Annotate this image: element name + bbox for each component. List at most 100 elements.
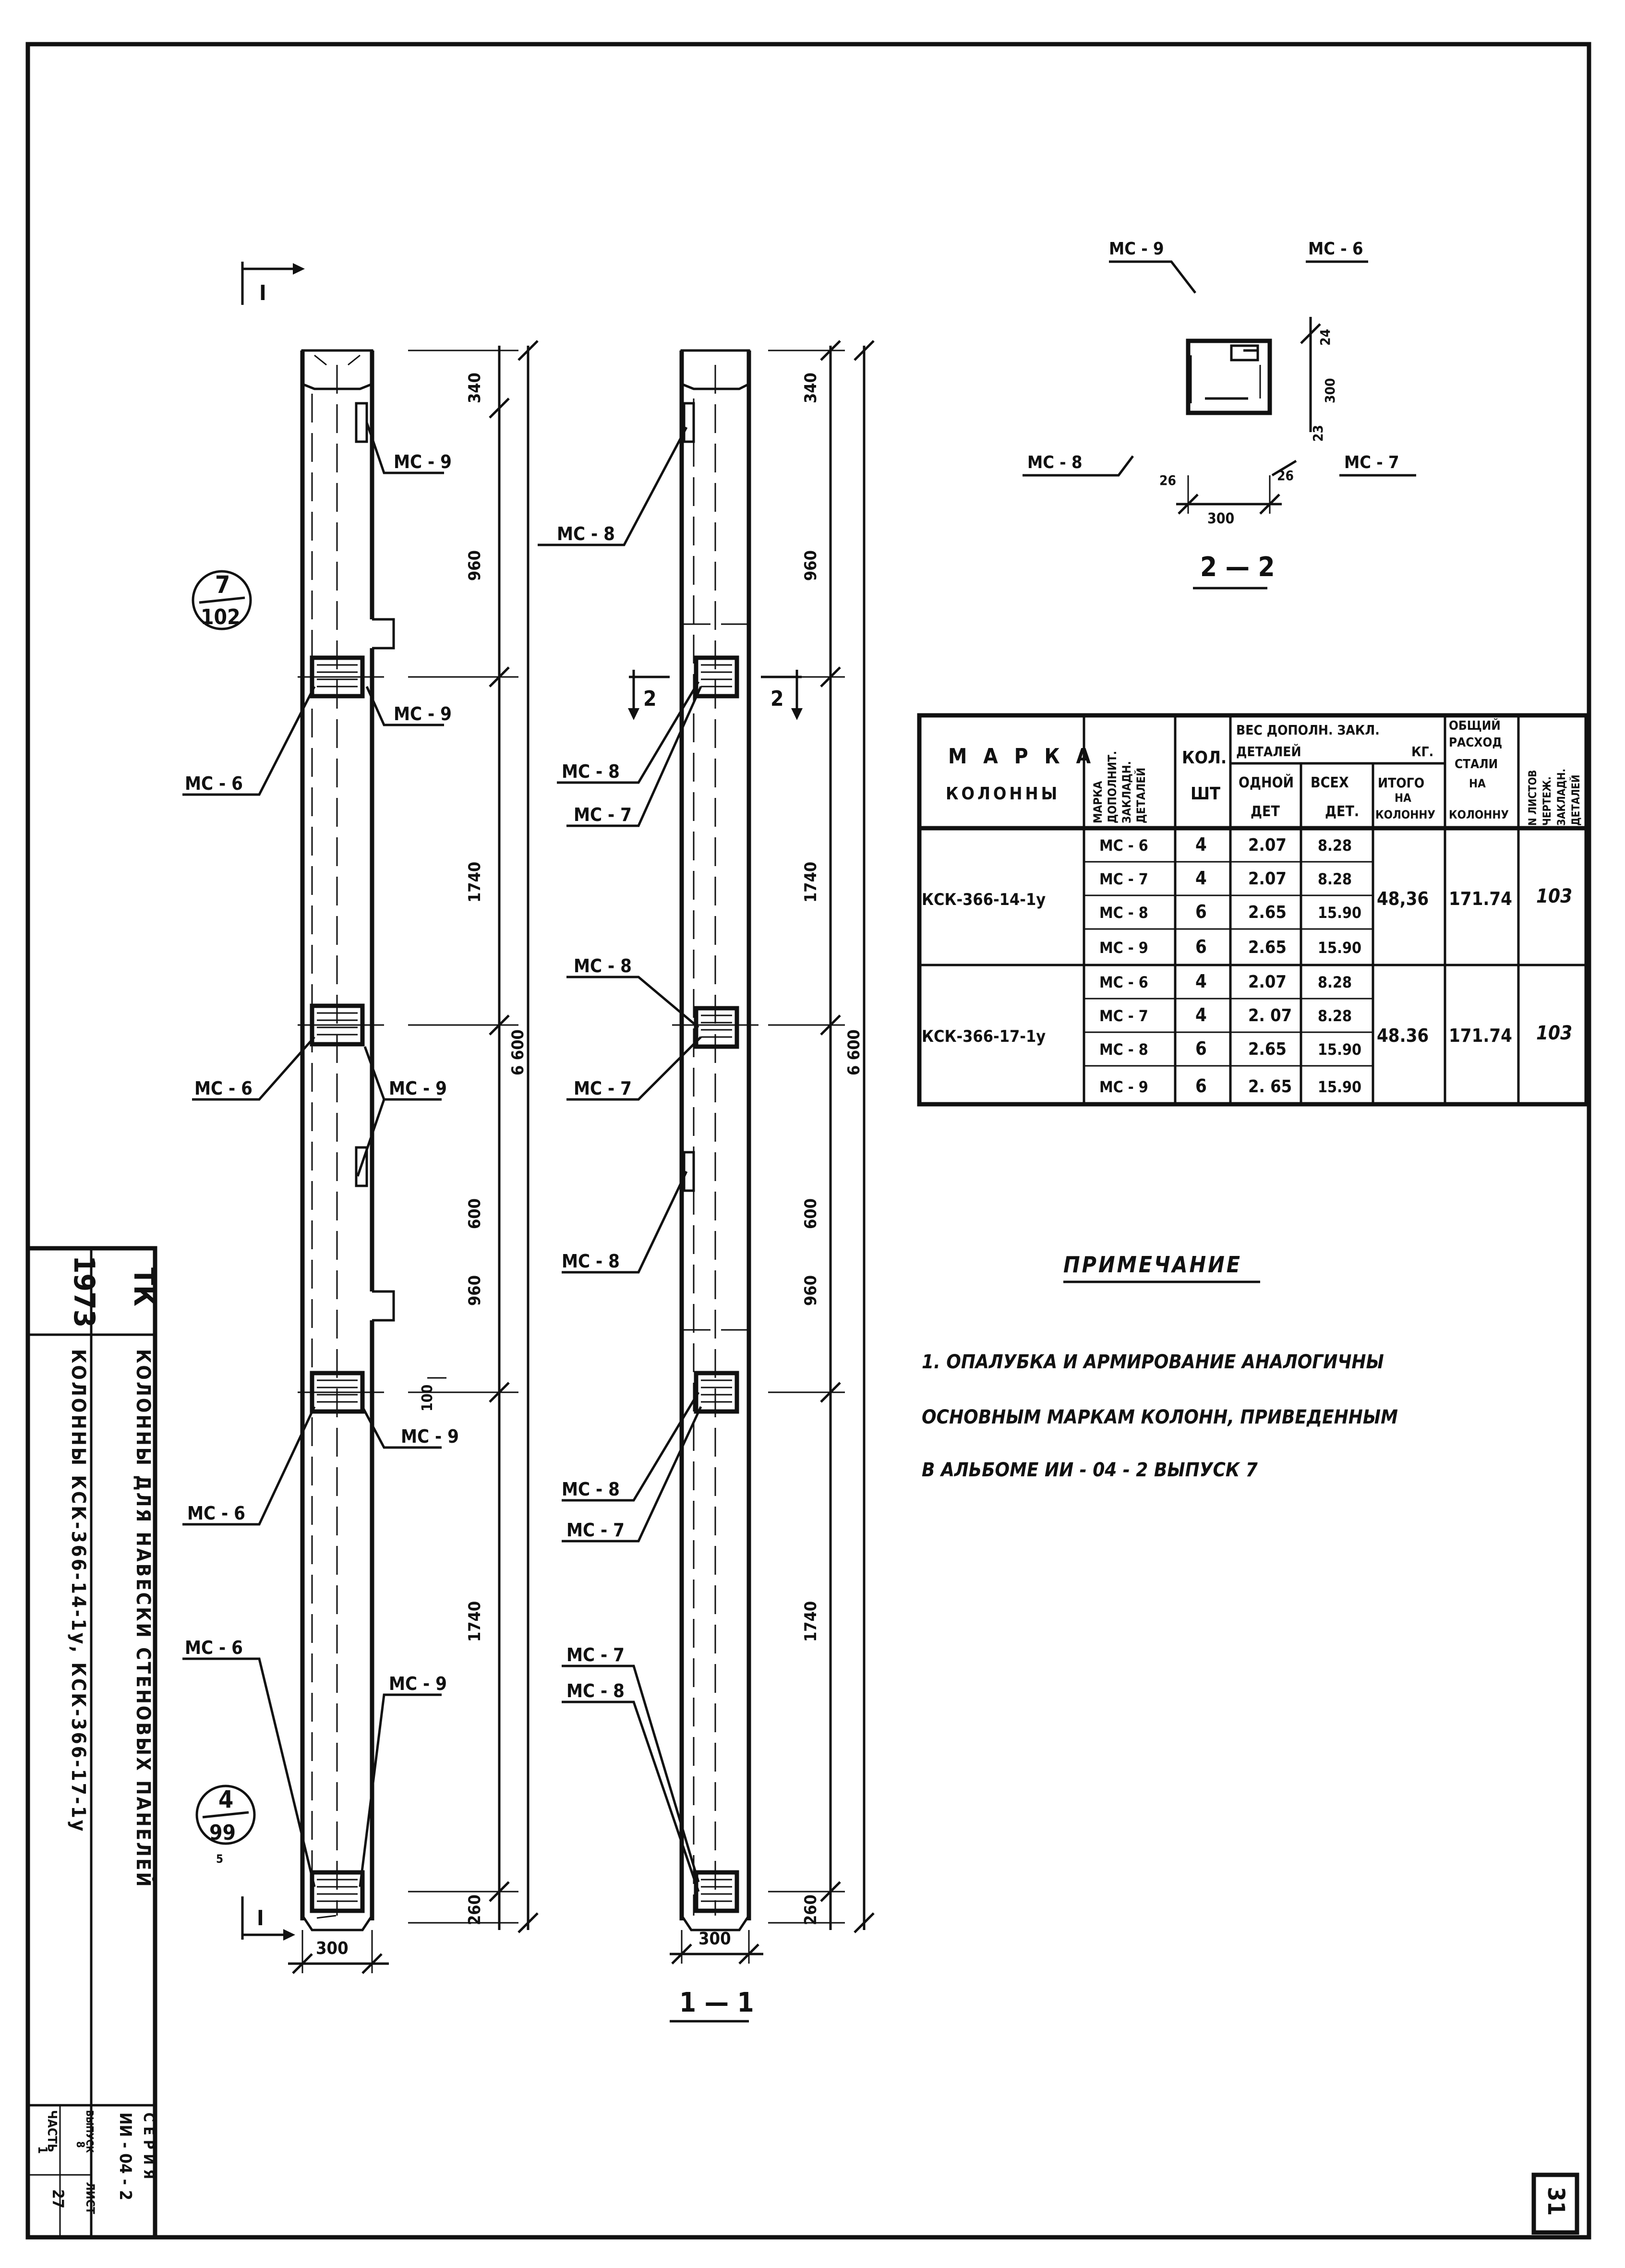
table-cell-all: 15.90 <box>1318 939 1361 957</box>
dim-width-right: 300 <box>670 1929 763 1965</box>
label-mc7: МС - 7 <box>574 1078 632 1099</box>
svg-text:ОДНОЙ: ОДНОЙ <box>1239 774 1294 791</box>
label-mc9: МС - 9 <box>389 1078 447 1099</box>
table-cell-detail: МС - 7 <box>1099 1007 1148 1025</box>
label-mc9: МС - 9 <box>394 451 452 472</box>
label-mc8: МС - 8 <box>574 955 632 977</box>
table-cell-all: 8.28 <box>1318 1007 1352 1025</box>
table-cell-one: 2. 07 <box>1248 1006 1292 1025</box>
table-cell-qty: 4 <box>1195 1004 1207 1025</box>
svg-text:ВСЕХ: ВСЕХ <box>1311 774 1349 791</box>
dim-1740: 1740 <box>465 862 484 903</box>
table-cell-one: 2.65 <box>1248 903 1287 922</box>
svg-text:РАСХОД: РАСХОД <box>1449 736 1502 750</box>
label-mc6: МС - 6 <box>1308 239 1363 259</box>
table-cell-one: 2. 65 <box>1248 1077 1292 1097</box>
table-cell-qty: 4 <box>1195 868 1207 889</box>
dim-960: 960 <box>465 1275 484 1306</box>
svg-text:26: 26 <box>1159 472 1176 488</box>
svg-text:МАРКА: МАРКА <box>1091 781 1105 823</box>
part-labels: МС - 9 МС - 9 МС - 9 МС - 9 МС - 9 МС - … <box>185 451 632 1701</box>
section-1-1-title: 1 — 1 <box>670 1987 754 2023</box>
svg-text:300: 300 <box>1322 378 1338 403</box>
dim-340: 340 <box>801 373 820 403</box>
svg-text:ДЕТАЛЕЙ: ДЕТАЛЕЙ <box>1570 775 1582 826</box>
column-elevation-left <box>298 349 395 1931</box>
svg-text:ЧЕРТЕЖ.: ЧЕРТЕЖ. <box>1541 776 1553 826</box>
label-mc9: МС - 9 <box>394 703 452 724</box>
table-cell-qty: 6 <box>1195 901 1207 922</box>
svg-text:N ЛИСТОВ: N ЛИСТОВ <box>1527 770 1539 826</box>
stamp-part-label: ЧАСТЬ <box>45 2110 59 2152</box>
table-cell-qty: 4 <box>1195 834 1207 855</box>
title-stamp: 1973 ТК КОЛОННЫ ДЛЯ НАВЕСКИ СТЕНОВЫХ ПАН… <box>25 1246 161 2240</box>
svg-text:ДОПОЛНИТ.: ДОПОЛНИТ. <box>1106 751 1119 823</box>
note-title: ПРИМЕЧАНИЕ <box>1063 1252 1242 1278</box>
dim-260: 260 <box>801 1894 820 1925</box>
svg-text:ДЕТАЛЕЙ: ДЕТАЛЕЙ <box>1134 768 1148 823</box>
dim-340: 340 <box>465 373 484 403</box>
stamp-org: ТК <box>127 1267 161 1306</box>
stamp-issue-value: 8 <box>74 2141 86 2148</box>
stamp-sheet-label: ЛИСТ <box>84 2182 97 2214</box>
svg-text:ШТ: ШТ <box>1191 784 1220 804</box>
svg-text:ИТОГО: ИТОГО <box>1378 775 1424 791</box>
stamp-series-value: ИИ - 04 - 2 <box>116 2112 135 2200</box>
details-table <box>917 713 1589 1107</box>
svg-text:КГ.: КГ. <box>1411 744 1433 760</box>
svg-text:ДЕТ: ДЕТ <box>1251 803 1280 820</box>
table-cell-one: 2.65 <box>1248 938 1287 957</box>
section-2-2: 300 24 300 23 26 26 МС - 9 МС - 6 МС - 8… <box>1023 239 1416 590</box>
page-number: 31 <box>1542 2187 1569 2216</box>
table-cell-sheet: 103 <box>1536 885 1572 907</box>
table-cell-all: 15.90 <box>1318 1040 1361 1059</box>
svg-text:ЗАКЛАДН.: ЗАКЛАДН. <box>1556 769 1568 826</box>
leader-lines <box>182 422 702 1892</box>
svg-text:СТАЛИ: СТАЛИ <box>1455 757 1498 772</box>
table-cell-mark: КСК-366-14-1у <box>922 890 1046 909</box>
table-cell-all: 8.28 <box>1318 973 1352 991</box>
label-mc8: МС - 8 <box>566 1680 625 1701</box>
label-mc8: МС - 8 <box>562 1479 620 1500</box>
stamp-part-value: 1 <box>35 2146 49 2154</box>
ref-bottom-num: 4 <box>218 1785 233 1813</box>
table-cell-one: 2.07 <box>1248 972 1287 992</box>
dim-chain-left <box>408 340 539 1933</box>
cut-mark-1-top: I <box>241 262 305 305</box>
reference-bottom: 4 99 5 <box>195 1785 256 1866</box>
dim-600: 600 <box>465 1198 484 1229</box>
note-line: ОСНОВНЫМ МАРКАМ КОЛОНН, ПРИВЕДЕННЫМ <box>922 1406 1398 1428</box>
svg-text:300: 300 <box>1207 510 1234 527</box>
svg-text:2 — 2: 2 — 2 <box>1200 552 1275 583</box>
table-cell-qty: 6 <box>1195 936 1207 957</box>
cut-mark-label: I <box>257 1906 264 1930</box>
label-mc7: МС - 7 <box>1344 453 1399 472</box>
table-cell-qty: 4 <box>1195 971 1207 992</box>
dim-1740: 1740 <box>801 1601 820 1642</box>
dim-numbers: 340 960 1740 600 960 1740 260 6 600 100 … <box>419 373 864 1925</box>
dim-960: 960 <box>801 550 820 581</box>
table-cell-mark: КСК-366-17-1у <box>922 1027 1046 1046</box>
label-mc6: МС - 6 <box>185 1637 243 1658</box>
label-mc8: МС - 8 <box>557 523 615 544</box>
label-mc7: МС - 7 <box>574 804 632 825</box>
label-mc8: МС - 8 <box>1027 453 1083 472</box>
svg-text:ДЕТАЛЕЙ: ДЕТАЛЕЙ <box>1236 743 1301 760</box>
table-cell-detail: МС - 6 <box>1099 973 1148 991</box>
table-cell-qty: 6 <box>1195 1038 1207 1059</box>
dim-300-left: 300 <box>316 1939 349 1958</box>
table-cell-detail: МС - 6 <box>1099 836 1148 855</box>
stamp-title-2: КОЛОННЫ КСК-366-14-1у, КСК-366-17-1у <box>67 1349 89 1833</box>
cut-mark-2-right: 2 <box>770 687 784 711</box>
svg-text:ОБЩИЙ: ОБЩИЙ <box>1449 718 1501 733</box>
table-cell-total: 48,36 <box>1377 888 1429 909</box>
table-cell-detail: МС - 8 <box>1099 1040 1148 1059</box>
dim-1740: 1740 <box>801 862 820 903</box>
svg-text:КОЛОННУ: КОЛОННУ <box>1449 808 1509 821</box>
table-cell-detail: МС - 9 <box>1099 939 1148 957</box>
page-number-box: 31 <box>1531 2172 1579 2235</box>
svg-text:ЗАКЛАДН.: ЗАКЛАДН. <box>1120 761 1133 823</box>
svg-text:КОЛ.: КОЛ. <box>1182 748 1227 768</box>
dim-960: 960 <box>801 1275 820 1306</box>
